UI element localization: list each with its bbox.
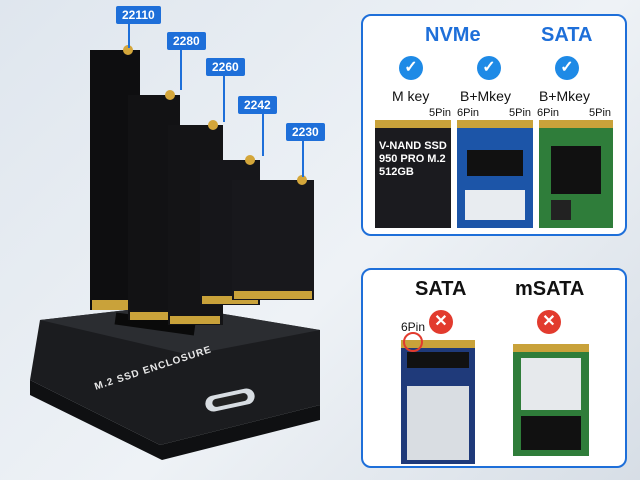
nvme-title: NVMe bbox=[425, 24, 481, 46]
enclosure-side bbox=[30, 380, 320, 460]
pin-highlight-circle bbox=[403, 332, 423, 352]
msata-ssd-image bbox=[513, 344, 589, 456]
pin-label: 5Pin bbox=[589, 107, 612, 119]
tag-leader-2280 bbox=[180, 46, 182, 90]
supported-panel: NVMe SATA ✓ ✓ ✓ M key B+Mkey B+Mkey 5Pin… bbox=[361, 14, 627, 236]
tag-leader-22110 bbox=[128, 20, 130, 48]
size-tag-2230: 2230 bbox=[286, 123, 325, 141]
check-icon: ✓ bbox=[477, 56, 501, 80]
pin-label: 5Pin bbox=[429, 107, 452, 119]
unsupported-panel: SATA mSATA 6Pin ✕ ✕ bbox=[361, 268, 627, 468]
tag-leader-2260 bbox=[223, 72, 225, 122]
ssd-stack-illustration bbox=[30, 45, 320, 460]
size-tag-2280: 2280 bbox=[167, 32, 206, 50]
pin-label: 6Pin bbox=[537, 107, 560, 119]
unsupported-sata-title: SATA bbox=[415, 278, 467, 300]
bm-nvme-ssd-image bbox=[457, 120, 533, 228]
key-label-bm-sata: B+Mkey bbox=[539, 88, 590, 104]
check-icon: ✓ bbox=[555, 56, 579, 80]
check-icon: ✓ bbox=[399, 56, 423, 80]
cross-icon: ✕ bbox=[537, 310, 561, 334]
tag-leader-2242 bbox=[262, 110, 264, 156]
nvme-ssd-image: V-NAND SSD 950 PRO M.2 512GB bbox=[375, 120, 451, 228]
size-tag-2242: 2242 bbox=[238, 96, 277, 114]
cross-icon: ✕ bbox=[429, 310, 453, 334]
msata-title: mSATA bbox=[515, 278, 585, 300]
ssd-brand-text: V-NAND SSD 950 PRO M.2 512GB bbox=[379, 140, 447, 178]
key-label-bm-nvme: B+Mkey bbox=[460, 88, 511, 104]
bm-sata-ssd-image bbox=[539, 120, 613, 228]
sata-title: SATA bbox=[541, 24, 593, 46]
pin-label: 5Pin bbox=[509, 107, 532, 119]
size-tag-22110: 22110 bbox=[116, 6, 161, 24]
key-label-m: M key bbox=[392, 88, 430, 104]
tag-leader-2230 bbox=[302, 137, 304, 177]
ssd-2230 bbox=[232, 175, 314, 300]
pin-label: 6Pin bbox=[401, 320, 426, 334]
pin-label: 6Pin bbox=[457, 107, 480, 119]
sata-ssd-image bbox=[401, 340, 475, 464]
size-tag-2260: 2260 bbox=[206, 58, 245, 76]
